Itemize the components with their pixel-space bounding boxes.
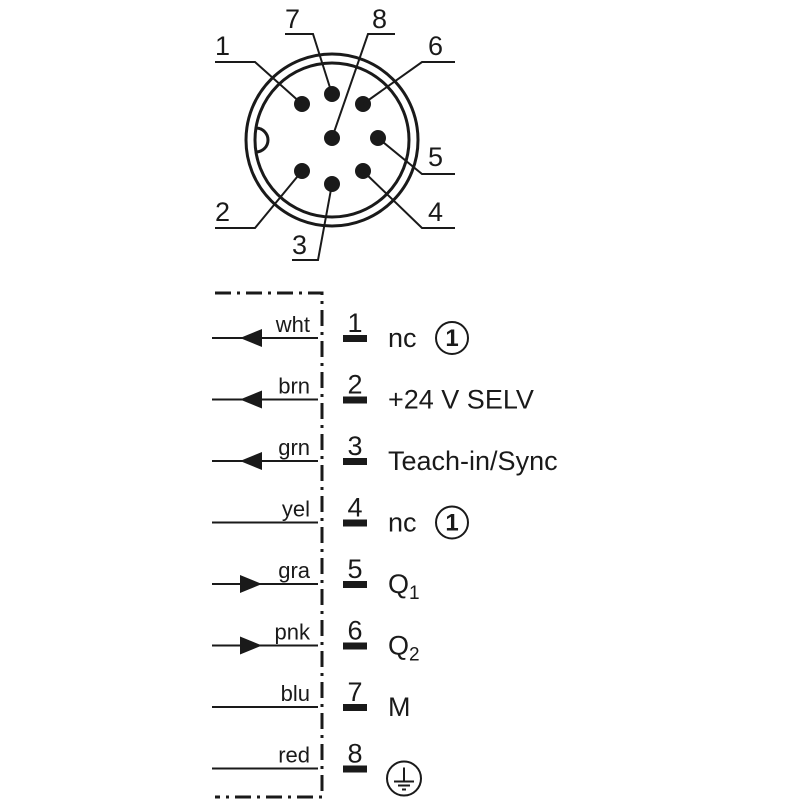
input-arrow-icon	[240, 329, 262, 347]
pin-leader-2	[215, 170, 303, 229]
connector-outer-ring	[244, 52, 420, 228]
footnote-number: 1	[445, 325, 458, 352]
wire-color-label: yel	[282, 497, 310, 522]
pin-function-subscript: 2	[409, 645, 420, 666]
pin-leader-5	[377, 137, 455, 175]
connector-key-notch	[255, 126, 270, 154]
pin-terminal	[343, 642, 367, 650]
pin-function-label: Q1	[388, 569, 420, 604]
pin-number-7: 7	[285, 4, 300, 34]
pin-number-8: 8	[372, 4, 387, 34]
pin-leader-4	[362, 170, 455, 229]
pin-number-label: 3	[347, 431, 362, 461]
pin-number-6: 6	[428, 31, 443, 61]
pin-number-label: 4	[347, 493, 362, 523]
footnote-number: 1	[445, 510, 458, 537]
pin-number-label: 6	[347, 616, 362, 646]
wire-color-label: brn	[278, 374, 310, 399]
pin-number-3: 3	[292, 230, 307, 260]
pin-number-label: 8	[347, 739, 362, 769]
pin-leaders	[215, 33, 455, 261]
pin-number-label: 1	[347, 308, 362, 338]
pin-number-label: 7	[347, 677, 362, 707]
pin-function-label: +24 V SELV	[388, 385, 534, 415]
pin-number-label: 5	[347, 554, 362, 584]
output-arrow-icon	[240, 575, 262, 593]
wiring-row-8: red 8	[212, 739, 422, 797]
input-arrow-icon	[240, 452, 262, 470]
pin-terminal	[343, 458, 367, 465]
pin-leader-1	[215, 61, 303, 105]
pin-terminal	[343, 581, 367, 588]
wire-color-label: grn	[278, 435, 310, 460]
pin-function-label: nc	[388, 508, 417, 538]
pin-terminal	[343, 335, 367, 342]
pin-function-label: nc	[388, 323, 417, 353]
pin-leader-3	[292, 183, 333, 261]
wire-color-label: gra	[278, 558, 311, 583]
pin-terminal	[343, 396, 367, 404]
pin-dots	[294, 86, 386, 192]
pin-function-label: Q2	[388, 631, 420, 666]
wiring-row-1: wht 1 nc 1	[212, 308, 469, 355]
wire-color-label: blu	[281, 681, 310, 706]
footnote-circle	[435, 505, 469, 540]
pin-numbers: 1 2 3 4 5 6 7 8	[215, 4, 443, 260]
pin-terminal	[343, 704, 367, 711]
pin-function-subscript: 1	[409, 583, 420, 604]
pin-number-4: 4	[428, 197, 443, 227]
housing-boundary	[215, 291, 324, 799]
wiring-row-4: yel 4 nc 1	[212, 493, 469, 540]
wire-color-label: wht	[275, 312, 310, 337]
wire-color-label: pnk	[275, 620, 311, 645]
output-arrow-icon	[240, 636, 262, 655]
pin-number-2: 2	[215, 197, 230, 227]
pin-terminal	[343, 765, 367, 773]
connector-face: 1 2 3 4 5 6 7 8	[215, 4, 455, 261]
pin-leader-8	[331, 33, 395, 139]
pin-leader-7	[285, 33, 333, 95]
pin-terminal	[343, 519, 367, 527]
input-arrow-icon	[240, 390, 262, 409]
pin-number-label: 2	[347, 370, 362, 400]
wire-color-label: red	[278, 743, 310, 768]
pin-function-label: Teach-in/Sync	[388, 446, 558, 476]
connector-inner-ring	[253, 61, 411, 219]
wiring-row-2: brn 2 +24 V SELV	[212, 370, 534, 415]
pin-leader-6	[362, 61, 455, 105]
footnote-circle	[435, 321, 469, 355]
pin-number-5: 5	[428, 142, 443, 172]
pin-number-1: 1	[215, 31, 230, 61]
ground-icon	[386, 760, 422, 797]
pin-function-label: M	[388, 692, 411, 722]
